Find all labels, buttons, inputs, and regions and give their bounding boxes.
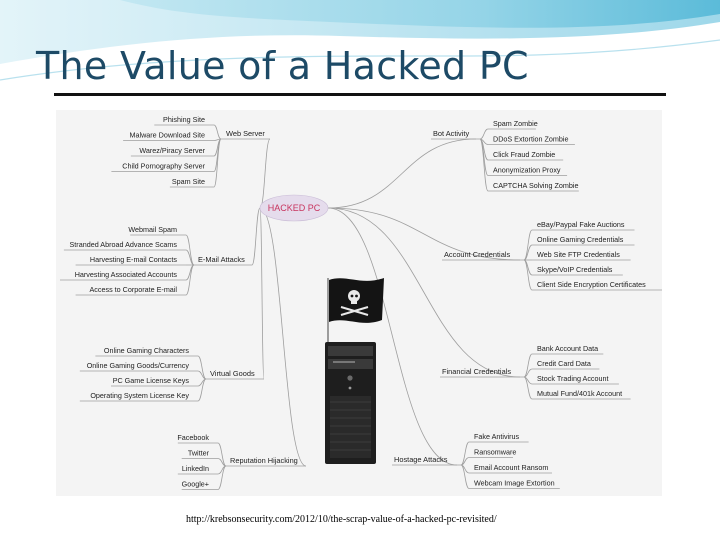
connector-leaf-web-server-4 <box>213 138 222 188</box>
connector-leaf-email-attacks-0 <box>185 234 195 266</box>
leaf-account-credentials-0-label: eBay/Paypal Fake Auctions <box>537 220 625 229</box>
connector-leaf-account-credentials-4 <box>523 259 533 291</box>
connector-center-financial-credentials <box>327 207 521 378</box>
connector-center-hostage-attacks <box>327 207 458 466</box>
leaf-financial-credentials-2-label: Stock Trading Account <box>537 374 609 383</box>
connector-center-account-credentials <box>327 207 521 261</box>
connector-leaf-bot-activity-0 <box>479 128 489 140</box>
branch-label-bot-activity: Bot Activity <box>433 129 469 138</box>
leaf-virtual-goods-1-label: Online Gaming Goods/Currency <box>87 361 190 370</box>
connector-leaf-reputation-hijacking-3 <box>217 465 227 490</box>
leaf-bot-activity-0-label: Spam Zombie <box>493 119 538 128</box>
center-node-bubble <box>259 194 329 222</box>
leaf-email-attacks-0-label: Webmail Spam <box>128 225 177 234</box>
connector-center-virtual-goods <box>259 207 265 380</box>
leaf-virtual-goods-0-label: Online Gaming Characters <box>104 346 189 355</box>
hacked-pc-mindmap: HACKED PC Web Server Phishing SiteMalware… <box>56 110 662 496</box>
mindmap-connectors <box>60 124 662 490</box>
leaf-account-credentials-2-label: Web Site FTP Credentials <box>537 250 620 259</box>
leaf-hostage-attacks-1-label: Ransomware <box>474 448 516 457</box>
desktop-tower-icon <box>325 342 376 464</box>
connector-center-reputation-hijacking <box>259 207 307 467</box>
branch-label-web-server: Web Server <box>226 129 265 138</box>
leaf-virtual-goods-3-label: Operating System License Key <box>90 391 189 400</box>
connector-leaf-account-credentials-0 <box>523 229 533 261</box>
connector-center-bot-activity <box>327 138 477 209</box>
leaf-financial-credentials-3-label: Mutual Fund/401k Account <box>537 389 622 398</box>
connector-leaf-account-credentials-1 <box>523 244 533 261</box>
header-swoosh-decoration <box>0 0 720 81</box>
connector-leaf-hostage-attacks-0 <box>460 441 470 466</box>
connector-leaf-email-attacks-1 <box>185 249 195 266</box>
leaf-hostage-attacks-2-label: Email Account Ransom <box>474 463 548 472</box>
branch-label-reputation-hijacking: Reputation Hijacking <box>230 456 298 465</box>
connector-leaf-hostage-attacks-3 <box>460 464 470 489</box>
branch-label-account-credentials: Account Credentials <box>444 250 510 259</box>
connector-center-web-server <box>259 138 271 209</box>
connector-leaf-reputation-hijacking-0 <box>217 442 227 467</box>
leaf-web-server-1-label: Malware Download Site <box>129 131 205 140</box>
leaf-reputation-hijacking-3-label: Google+ <box>182 480 209 489</box>
leaf-bot-activity-4-label: CAPTCHA Solving Zombie <box>493 181 578 190</box>
center-node: HACKED PC <box>259 194 329 222</box>
leaf-reputation-hijacking-2-label: LinkedIn <box>182 464 209 473</box>
center-node-label: HACKED PC <box>268 203 321 213</box>
leaf-email-attacks-3-label: Harvesting Associated Accounts <box>75 270 178 279</box>
leaf-hostage-attacks-0-label: Fake Antivirus <box>474 432 520 441</box>
leaf-email-attacks-4-label: Access to Corporate E-mail <box>90 285 178 294</box>
leaf-web-server-4-label: Spam Site <box>172 177 205 186</box>
branch-label-financial-credentials: Financial Credentials <box>442 367 511 376</box>
connector-leaf-virtual-goods-3 <box>197 378 207 402</box>
leaf-web-server-3-label: Child Pornography Server <box>122 162 205 171</box>
leaf-account-credentials-3-label: Skype/VoIP Credentials <box>537 265 613 274</box>
slide-title: The Value of a Hacked PC <box>36 44 529 88</box>
leaf-bot-activity-2-label: Click Fraud Zombie <box>493 150 555 159</box>
leaf-reputation-hijacking-1-label: Twitter <box>188 449 210 458</box>
connector-leaf-financial-credentials-3 <box>523 376 533 400</box>
title-underline <box>54 93 666 96</box>
connector-center-email-attacks <box>251 207 261 266</box>
connector-leaf-bot-activity-4 <box>479 138 489 192</box>
branch-label-hostage-attacks: Hostage Attacks <box>394 455 448 464</box>
leaf-bot-activity-3-label: Anonymization Proxy <box>493 166 561 175</box>
leaf-financial-credentials-0-label: Bank Account Data <box>537 344 598 353</box>
leaf-financial-credentials-1-label: Credit Card Data <box>537 359 591 368</box>
leaf-account-credentials-1-label: Online Gaming Credentials <box>537 235 624 244</box>
leaf-web-server-0-label: Phishing Site <box>163 115 205 124</box>
leaf-hostage-attacks-3-label: Webcam Image Extortion <box>474 479 555 488</box>
leaf-account-credentials-4-label: Client Side Encryption Certificates <box>537 280 646 289</box>
leaf-email-attacks-2-label: Harvesting E-mail Contacts <box>90 255 177 264</box>
source-citation: http://krebsonsecurity.com/2012/10/the-s… <box>186 514 497 525</box>
leaf-web-server-2-label: Warez/Piracy Server <box>139 146 205 155</box>
leaf-virtual-goods-2-label: PC Game License Keys <box>113 376 190 385</box>
connector-leaf-web-server-0 <box>213 124 222 140</box>
pirate-flag-icon <box>327 278 384 342</box>
leaf-reputation-hijacking-0-label: Facebook <box>177 433 209 442</box>
leaf-email-attacks-1-label: Stranded Abroad Advance Scams <box>70 240 178 249</box>
branch-label-virtual-goods: Virtual Goods <box>210 369 255 378</box>
connector-leaf-virtual-goods-0 <box>197 355 207 380</box>
connector-leaf-email-attacks-4 <box>185 264 195 296</box>
connector-leaf-financial-credentials-0 <box>523 353 533 378</box>
leaf-bot-activity-1-label: DDoS Extortion Zombie <box>493 135 569 144</box>
branch-label-email-attacks: E-Mail Attacks <box>198 255 245 264</box>
